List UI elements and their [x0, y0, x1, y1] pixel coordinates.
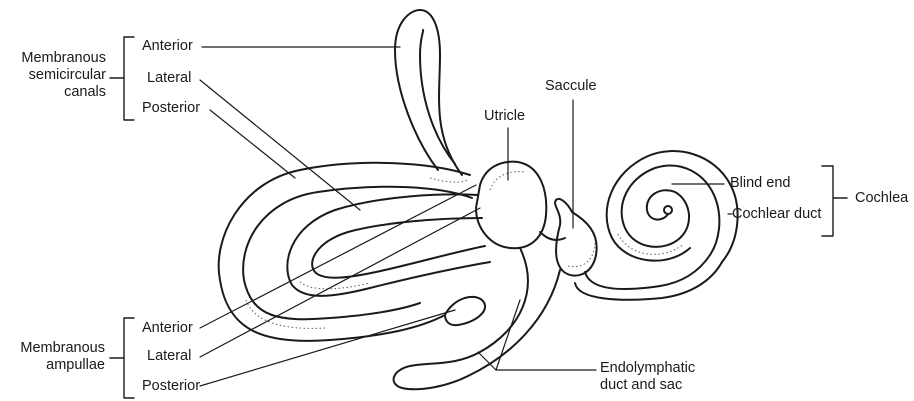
bracket-semicircular-canals	[110, 37, 134, 120]
label-saccule: Saccule	[545, 78, 597, 95]
label-blind-end: Blind end	[730, 175, 790, 192]
label-membranous-semicircular-canals: Membranous semicircular canals	[21, 50, 106, 101]
texture-cochlea	[618, 234, 684, 254]
utriculosaccular-duct	[540, 232, 565, 240]
label-lateral-canal: Lateral	[147, 70, 191, 87]
label-endolymphatic-duct-and-sac: Endolymphatic duct and sac	[600, 360, 695, 394]
texture-posterior	[246, 300, 325, 328]
label-cochlea: Cochlea	[855, 190, 908, 207]
label-anterior-canal: Anterior	[142, 38, 193, 55]
bracket-ampullae	[110, 318, 134, 398]
bracket-cochlea	[822, 166, 847, 236]
label-lateral-ampulla: Lateral	[147, 348, 191, 365]
leader-endolymphatic-2	[496, 300, 520, 370]
lateral-canal-outer	[287, 194, 490, 295]
label-anterior-ampulla: Anterior	[142, 320, 193, 337]
leader-lateral-ampulla	[200, 208, 480, 357]
blind-end-tip	[664, 206, 672, 214]
anterior-canal	[395, 10, 462, 175]
label-cochlear-duct: Cochlear duct	[732, 206, 821, 223]
label-membranous-ampullae: Membranous ampullae	[20, 340, 105, 374]
cochlear-duct	[622, 166, 720, 255]
anterior-canal-inner	[420, 30, 455, 164]
leader-posterior-canal	[210, 110, 295, 178]
label-posterior-canal: Posterior	[142, 100, 200, 117]
label-utricle: Utricle	[484, 108, 525, 125]
texture-anterior	[430, 178, 468, 182]
leader-lateral-canal	[200, 80, 360, 210]
posterior-canal-inner	[243, 187, 472, 319]
texture-saccule	[568, 240, 595, 267]
label-posterior-ampulla: Posterior	[142, 378, 200, 395]
utricle-shape	[476, 162, 546, 249]
saccule-shape	[555, 199, 597, 276]
